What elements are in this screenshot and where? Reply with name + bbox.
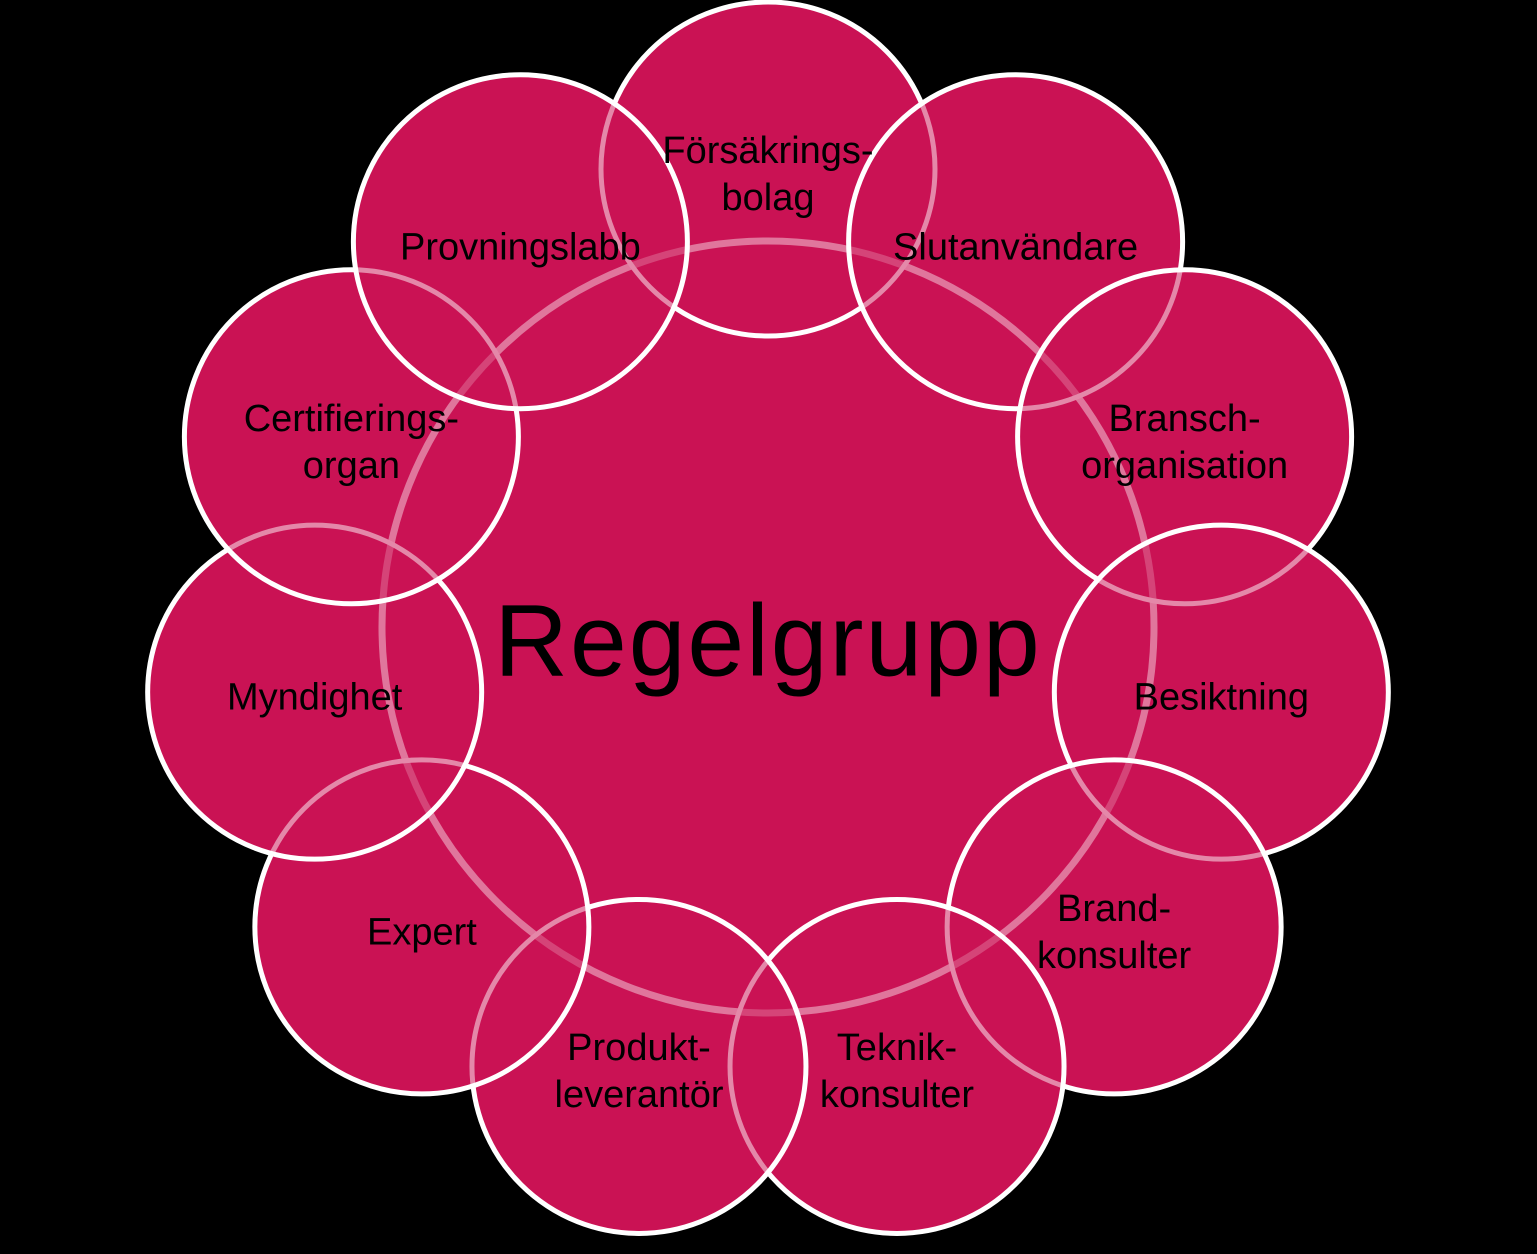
node-label-line: Brand- xyxy=(1057,887,1172,930)
node-label-myndighet: Myndighet xyxy=(227,675,402,722)
node-label-line: Expert xyxy=(366,911,477,954)
node-label-line: Besiktning xyxy=(1133,676,1309,719)
center-circle xyxy=(382,241,1154,1013)
node-label-line: organisation xyxy=(1081,444,1289,487)
node-label-provningslabb: Provningslabb xyxy=(400,224,641,271)
node-label-line: Produkt- xyxy=(567,1027,711,1070)
node-circle-tint-provningslabb xyxy=(353,74,688,409)
node-label-line: Teknik- xyxy=(836,1027,958,1070)
node-label-certifieringsorgan: Certifierings-organ xyxy=(244,396,459,490)
node-circle-ring-slutanvandare xyxy=(846,72,1186,412)
node-label-slutanvandare: Slutanvändare xyxy=(893,224,1138,271)
center-title: Regelgrupp xyxy=(494,583,1042,698)
node-label-line: Försäkrings- xyxy=(662,130,874,172)
node-circle-tint-teknikkonsulter xyxy=(730,899,1065,1234)
node-label-besiktning: Besiktning xyxy=(1134,675,1309,722)
node-label-brandkonsulter: Brand-konsulter xyxy=(1037,886,1191,980)
node-label-produktleverantor: Produkt-leverantör xyxy=(555,1025,724,1119)
node-label-line: leverantör xyxy=(554,1074,724,1117)
node-label-line: Certifierings- xyxy=(243,397,460,440)
node-circle-tint-myndighet xyxy=(147,525,482,860)
node-label-line: bolag xyxy=(721,177,815,219)
node-label-line: konsulter xyxy=(1036,934,1192,977)
node-circle-ring-certifieringsorgan xyxy=(181,267,521,607)
node-label-line: Myndighet xyxy=(227,676,403,719)
node-circle-tint-branschorganisation xyxy=(1017,269,1352,604)
node-label-forsakringsbolag: Försäkrings-bolag xyxy=(662,128,873,222)
node-label-teknikkonsulter: Teknik-konsulter xyxy=(820,1025,974,1119)
node-circle-ring-provningslabb xyxy=(350,72,690,412)
node-label-expert: Expert xyxy=(367,909,477,956)
node-label-line: organ xyxy=(302,444,400,487)
node-label-line: konsulter xyxy=(819,1074,975,1117)
node-label-branschorganisation: Bransch-organisation xyxy=(1081,396,1288,490)
node-label-line: Provningslabb xyxy=(399,226,641,269)
node-label-line: Slutanvändare xyxy=(893,226,1139,269)
node-label-line: Bransch- xyxy=(1108,397,1261,440)
